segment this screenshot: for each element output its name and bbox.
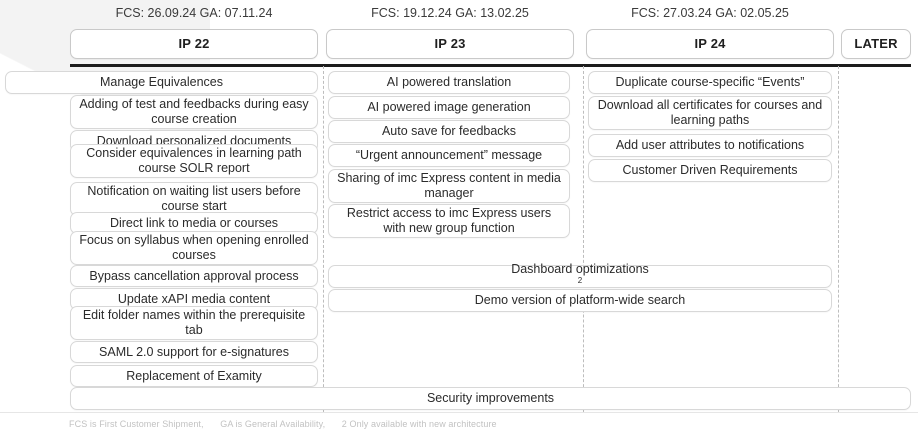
column-separator-1 [323,66,324,412]
roadmap-card-label: Customer Driven Requirements [622,163,798,177]
column-separator-2 [583,66,584,412]
roadmap-card[interactable]: Customer Driven Requirements [588,159,832,182]
roadmap-card-label: Consider equivalences in learning path c… [86,146,302,175]
column-header-ip23: FCS: 19.12.24 GA: 13.02.25 IP 23 [326,0,574,59]
roadmap-card-label: Adding of test and feedbacks during easy… [79,97,309,126]
roadmap-card-label: Sharing of imc Express content in media … [337,171,561,200]
roadmap-card[interactable]: Focus on syllabus when opening enrolled … [70,231,318,265]
footnote-note2: 2 Only available with new architecture [341,419,497,429]
roadmap-card-label: AI powered image generation [367,100,531,114]
column-chip-ip23[interactable]: IP 23 [326,29,574,59]
roadmap-card[interactable]: Auto save for feedbacks [328,120,570,143]
roadmap-card[interactable]: Notification on waiting list users befor… [70,182,318,216]
roadmap-card-label: Auto save for feedbacks [381,124,517,138]
roadmap-card-label: Restrict access to imc Express users wit… [346,206,552,235]
column-dates-ip24: FCS: 27.03.24 GA: 02.05.25 [631,6,789,20]
roadmap-card[interactable]: SAML 2.0 support for e-signatures [70,341,318,363]
roadmap-card[interactable]: Download all certificates for courses an… [588,96,832,130]
roadmap-card-label: Duplicate course-specific “Events” [615,75,805,89]
roadmap-card[interactable]: AI powered translation [328,71,570,94]
column-chip-ip24[interactable]: IP 24 [586,29,834,59]
footnote-legend: FCS is First Customer Shipment, GA is Ge… [69,419,511,429]
column-separator-3 [838,66,839,412]
roadmap-card[interactable]: Add user attributes to notifications [588,134,832,157]
footnote-fcs: FCS is First Customer Shipment, [69,419,204,429]
column-dates-ip22: FCS: 26.09.24 GA: 07.11.24 [115,6,273,20]
footnote-marker: 2 [577,275,583,285]
column-chip-ip22[interactable]: IP 22 [70,29,318,59]
roadmap-card[interactable]: Edit folder names within the prerequisit… [70,306,318,340]
roadmap-card-label: “Urgent announcement” message [355,148,543,162]
roadmap-card[interactable]: “Urgent announcement” message [328,144,570,167]
column-header-ip24: FCS: 27.03.24 GA: 02.05.25 IP 24 [586,0,834,59]
roadmap-card-label: Edit folder names within the prerequisit… [82,308,306,337]
roadmap-card-label: Bypass cancellation approval process [89,268,299,283]
roadmap-card[interactable]: AI powered image generation [328,96,570,119]
roadmap-card-label: Update xAPI media content [117,291,271,306]
roadmap-card-label: Focus on syllabus when opening enrolled … [79,233,309,262]
roadmap-card-spanning[interactable]: Demo version of platform-wide search [328,289,832,312]
roadmap-card[interactable]: Consider equivalences in learning path c… [70,144,318,178]
roadmap-card[interactable]: Duplicate course-specific “Events” [588,71,832,94]
roadmap-card-label: Download all certificates for courses an… [597,98,823,127]
footer-divider-rule [0,412,918,413]
column-header-ip22: FCS: 26.09.24 GA: 07.11.24 IP 22 [70,0,318,59]
column-dates-ip23: FCS: 19.12.24 GA: 13.02.25 [371,6,529,20]
column-header-later: LATER [841,0,911,59]
roadmap-card-label: Notification on waiting list users befor… [87,184,301,213]
roadmap-header-row: FCS: 26.09.24 GA: 07.11.24 IP 22 FCS: 19… [0,0,918,60]
roadmap-card[interactable]: Manage Equivalences [5,71,318,94]
column-chip-later[interactable]: LATER [841,29,911,59]
roadmap-card[interactable]: Adding of test and feedbacks during easy… [70,95,318,129]
roadmap-card[interactable]: Restrict access to imc Express users wit… [328,204,570,238]
roadmap-card[interactable]: Replacement of Examity [70,365,318,387]
roadmap-card-label: AI powered translation [386,75,512,89]
roadmap-card-label: Add user attributes to notifications [615,138,805,152]
header-divider-rule [70,64,911,67]
roadmap-card[interactable]: Bypass cancellation approval process [70,265,318,287]
roadmap-card-label: Replacement of Examity [126,368,262,383]
footnote-ga: GA is General Availability, [220,419,326,429]
roadmap-card-fullwidth[interactable]: Security improvements [70,387,911,410]
roadmap-card-label: Demo version of platform-wide search [474,293,686,307]
roadmap-card-label: Manage Equivalences [100,75,223,89]
roadmap-card-label: SAML 2.0 support for e-signatures [99,344,289,359]
roadmap-card-label: Security improvements [426,391,555,405]
roadmap-card[interactable]: Sharing of imc Express content in media … [328,169,570,203]
roadmap-card-label: Direct link to media or courses [109,215,279,230]
